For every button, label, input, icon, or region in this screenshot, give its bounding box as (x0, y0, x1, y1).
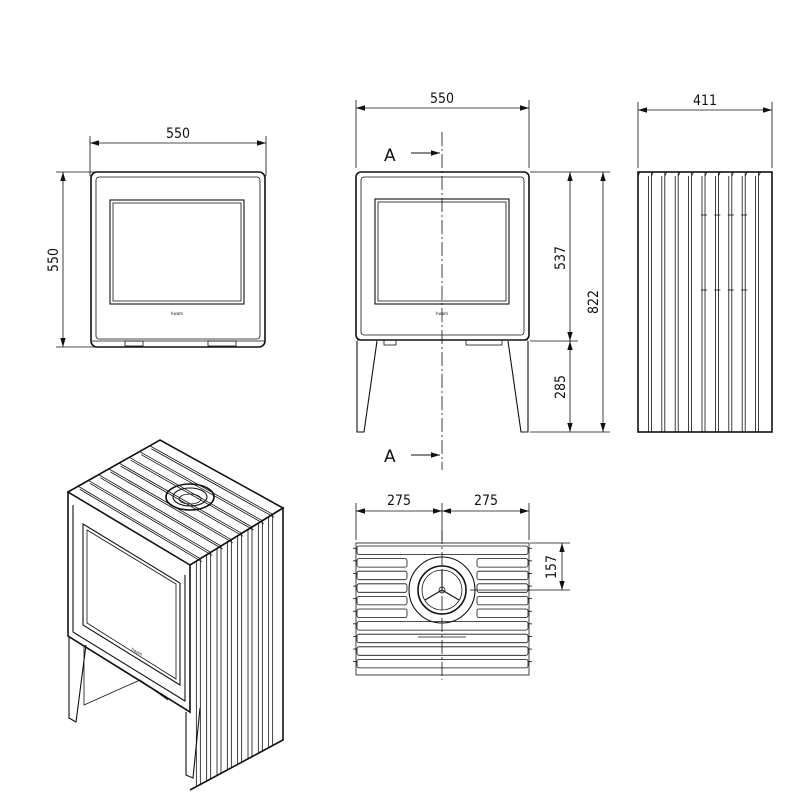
plan-slat (356, 558, 408, 568)
iso-top-slat-line (151, 448, 275, 518)
plan-slat (476, 583, 529, 593)
plan-slats (353, 545, 532, 669)
iso-top-slat-line (98, 474, 222, 547)
plan-body (355, 542, 530, 676)
iso-top-slat-line (89, 483, 213, 556)
slat-top-chamfer (731, 171, 735, 177)
brand-logo: hwam (171, 311, 183, 316)
plan-slat (356, 646, 529, 656)
total-height-dimension-label: 822 (586, 290, 602, 314)
slat-top-chamfer (744, 171, 748, 177)
slat-top-chamfer (637, 171, 641, 177)
depth-dimension-label: 411 (693, 93, 717, 109)
offset-dimension-label: 157 (544, 555, 560, 579)
plan-slat (476, 596, 529, 606)
iso-top-slat-line (88, 480, 211, 553)
plan-slat (476, 608, 529, 618)
slat-top-chamfer (664, 171, 668, 177)
right-leg-iso (185, 707, 201, 779)
flue-outlet-iso (165, 483, 215, 511)
iso-top-slat-line (149, 445, 273, 515)
plan-slat (476, 570, 529, 581)
stove-window-iso (82, 523, 181, 686)
iso-side-slats (195, 514, 274, 788)
stove-window (109, 199, 245, 305)
slat-top-chamfer (718, 171, 721, 177)
section-mark-top: A (384, 146, 396, 166)
iso-top-slat-line (78, 485, 201, 560)
height-dimension-label: 550 (46, 248, 62, 272)
iso-top-slat-line (130, 459, 254, 531)
side-view: 411 (637, 93, 773, 433)
slat-top-chamfer (691, 171, 694, 177)
iso-top-slat-line (79, 488, 203, 563)
plan-slat (356, 621, 529, 631)
isometric-view: hwam (66, 439, 285, 791)
half-left-dimension-label: 275 (387, 493, 411, 509)
slat-top-chamfer (677, 171, 681, 177)
brand-logo: hwam (131, 647, 144, 657)
slat-top-chamfer (651, 171, 654, 177)
plan-slat (356, 633, 529, 644)
plan-slat (356, 596, 408, 606)
section-mark-bottom: A (384, 447, 396, 467)
plan-slat (356, 583, 408, 593)
plan-slat (356, 545, 529, 555)
plan-slat (356, 570, 408, 581)
slat-top-chamfer (704, 171, 708, 177)
iso-top-slat-line (129, 456, 253, 528)
iso-top-slats (78, 445, 275, 563)
plan-slat (476, 558, 529, 568)
slat-top-chamfer (758, 171, 761, 177)
body-height-dimension-label: 537 (553, 246, 569, 270)
stove-body (90, 171, 266, 348)
front-view-with-legs: 550 hwam A A 537 285 822 (355, 91, 610, 470)
right-leg (507, 340, 529, 433)
leg-height-dimension-label: 285 (553, 375, 569, 399)
left-leg (356, 340, 378, 433)
iso-top-slat-line (118, 462, 242, 534)
half-right-dimension-label: 275 (474, 493, 498, 509)
side-slats (637, 171, 761, 432)
width-dimension-label: 550 (430, 91, 454, 107)
iso-top-slat-line (110, 471, 234, 544)
plan-slat (356, 608, 408, 618)
width-dimension-label: 550 (166, 126, 190, 142)
left-leg-iso (68, 636, 87, 723)
plan-slat (356, 659, 529, 669)
iso-top-slat-line (120, 465, 244, 537)
iso-top-slat-line (140, 454, 265, 525)
iso-top-slat-line (99, 477, 223, 550)
plan-view: 275 275 157 (353, 493, 570, 680)
front-view-small: 550 550 hwam (46, 126, 267, 348)
